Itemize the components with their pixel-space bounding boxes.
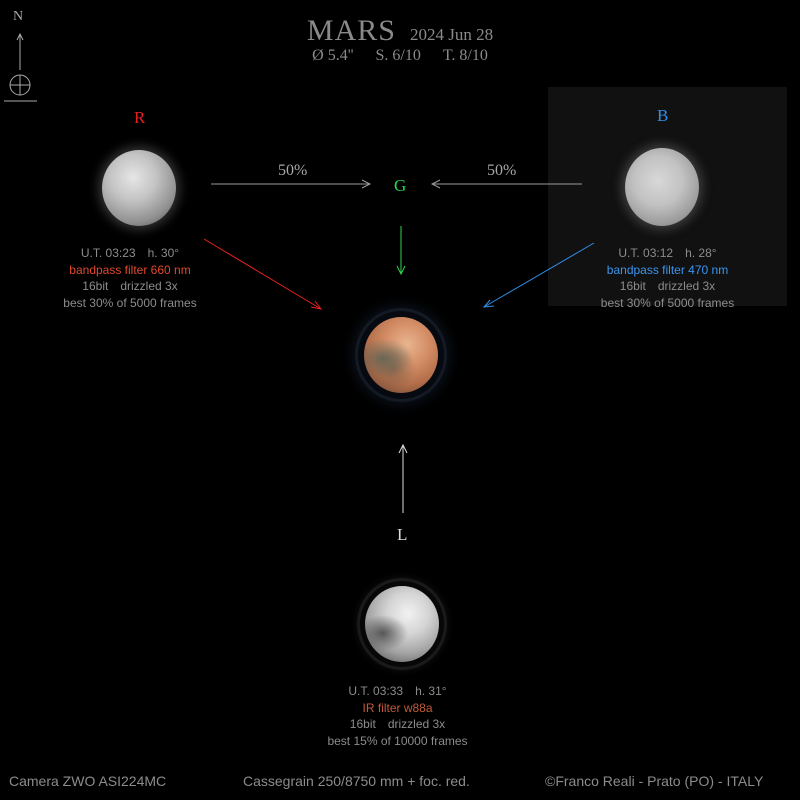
blue-drizzle: drizzled 3x bbox=[657, 279, 716, 293]
arrow-b-to-center bbox=[482, 242, 595, 308]
blue-frames: best 30% of 5000 frames bbox=[600, 295, 735, 310]
lum-height: h. 31° bbox=[415, 684, 447, 698]
red-bitdepth: 16bit bbox=[82, 279, 109, 293]
red-frames: best 30% of 5000 frames bbox=[63, 295, 197, 310]
blue-bitdepth: 16bit bbox=[619, 279, 646, 293]
channel-label-l: L bbox=[397, 525, 408, 544]
red-weight-label: 50% bbox=[278, 162, 308, 179]
observation-parameters: Ø 5.4'' S. 6/10 T. 8/10 bbox=[0, 47, 800, 65]
channel-label-r: R bbox=[134, 108, 146, 127]
luminance-channel-info: U.T. 03:33 h. 31° IR filter w88a 16bit dri… bbox=[300, 683, 495, 749]
lum-time: U.T. 03:33 bbox=[348, 684, 404, 698]
arrow-b-to-g bbox=[430, 179, 582, 189]
lum-frames: best 15% of 10000 frames bbox=[327, 733, 468, 748]
mars-red-channel-image bbox=[102, 150, 176, 226]
title-object: MARS bbox=[306, 14, 396, 47]
lum-bitdepth: 16bit bbox=[349, 717, 376, 731]
arrow-r-to-center bbox=[203, 238, 323, 310]
red-time: U.T. 03:23 bbox=[80, 246, 136, 260]
compass-icon bbox=[4, 32, 37, 102]
north-label: N bbox=[13, 9, 24, 24]
channel-label-g: G bbox=[394, 176, 407, 195]
channel-label-b: B bbox=[657, 106, 669, 125]
mars-color-composite-image bbox=[364, 317, 438, 393]
diameter-value: Ø 5.4'' bbox=[312, 47, 354, 64]
blue-height: h. 28° bbox=[685, 246, 717, 260]
lum-filter: IR filter w88a bbox=[362, 700, 433, 715]
lum-drizzle: drizzled 3x bbox=[387, 717, 446, 731]
blue-filter: bandpass filter 470 nm bbox=[606, 262, 729, 277]
blue-weight-label: 50% bbox=[487, 162, 517, 179]
transparency-value: T. 8/10 bbox=[442, 47, 488, 64]
seeing-value: S. 6/10 bbox=[375, 47, 421, 64]
arrow-g-to-center bbox=[396, 226, 406, 276]
author-credit: ©Franco Reali - Prato (PO) - ITALY bbox=[545, 773, 764, 789]
arrow-r-to-g bbox=[211, 179, 372, 189]
red-drizzle: drizzled 3x bbox=[120, 279, 178, 293]
title-date: 2024 Jun 28 bbox=[409, 25, 494, 44]
telescope-credit: Cassegrain 250/8750 mm + foc. red. bbox=[243, 773, 470, 789]
arrow-l-to-center bbox=[398, 443, 408, 513]
camera-credit: Camera ZWO ASI224MC bbox=[9, 773, 167, 789]
red-height: h. 30° bbox=[147, 246, 180, 260]
mars-luminance-image bbox=[365, 586, 439, 662]
mars-blue-channel-image bbox=[625, 148, 699, 226]
red-filter: bandpass filter 660 nm bbox=[69, 262, 191, 277]
blue-time: U.T. 03:12 bbox=[618, 246, 674, 260]
page-title: MARS 2024 Jun 28 bbox=[0, 14, 800, 48]
